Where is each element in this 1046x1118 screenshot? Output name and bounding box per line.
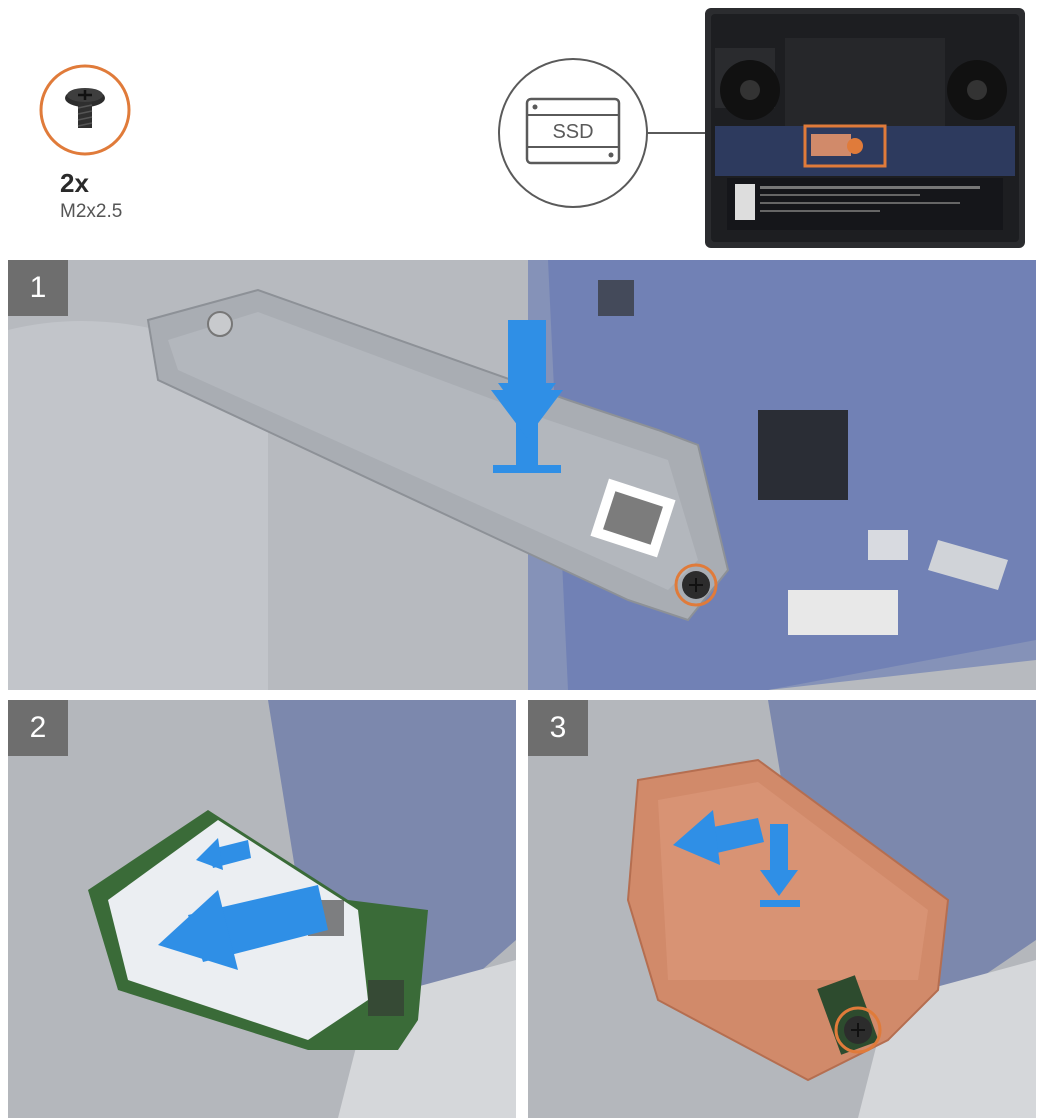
arrow-down-icon	[491, 320, 563, 473]
mainboard-area	[715, 126, 1015, 176]
screw-1-highlight	[674, 563, 718, 607]
screw-icon	[65, 88, 105, 128]
step-1-panel: 1	[8, 260, 1036, 690]
step-3-panel: 3	[528, 700, 1036, 1118]
arrow-left-icon	[158, 885, 328, 970]
screw-quantity: 2x	[60, 168, 89, 198]
step-3-badge: 3	[528, 700, 588, 756]
step-2-panel: 2	[8, 700, 516, 1118]
arrow-small-left-icon	[196, 838, 251, 870]
step-2-badge: 2	[8, 700, 68, 756]
screw-3-highlight	[834, 1006, 882, 1054]
screw-spec: M2x2.5	[60, 201, 123, 222]
ssd-icon: SSD	[525, 97, 621, 165]
arrow-down-icon	[760, 824, 800, 907]
ssd-icon-label: SSD	[552, 121, 593, 143]
laptop-bottom-overview	[705, 8, 1025, 248]
chip	[758, 410, 848, 500]
arrow-left-icon	[673, 810, 764, 865]
ssd-location-highlight	[803, 124, 887, 168]
callout-circle	[498, 58, 648, 208]
screw-callout	[30, 62, 150, 172]
ssd-callout: SSD	[495, 55, 825, 215]
step-1-badge: 1	[8, 260, 68, 316]
